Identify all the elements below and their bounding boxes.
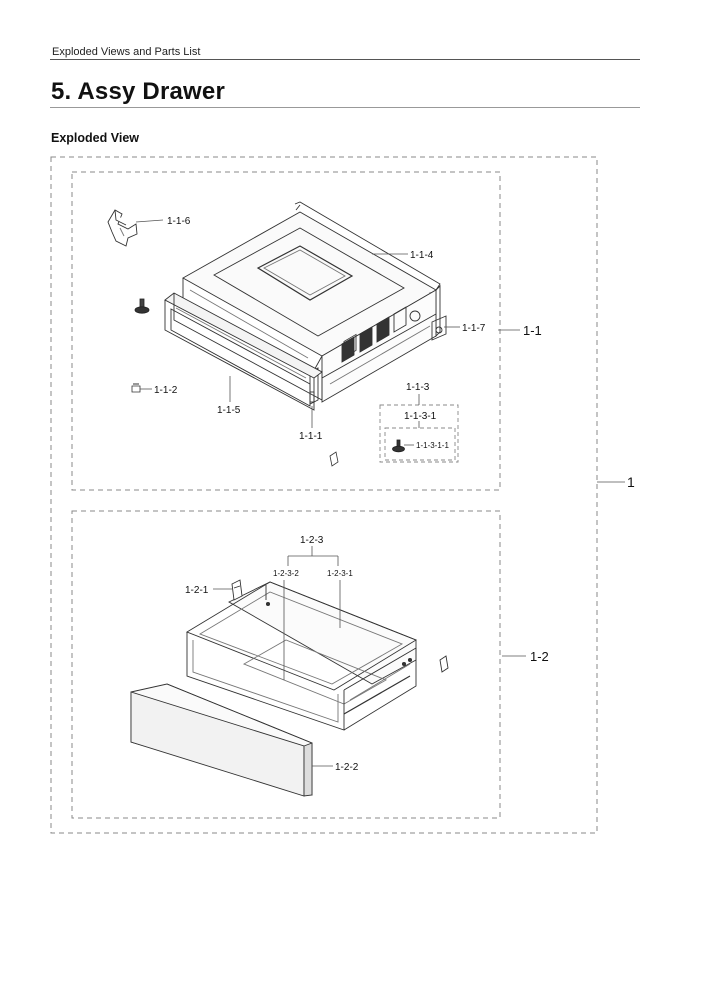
label-1-1-4: 1-1-4 xyxy=(410,250,434,261)
label-1-1-5: 1-1-5 xyxy=(217,405,241,416)
drawer-housing-illustration xyxy=(182,201,447,405)
small-clip-illustration xyxy=(329,451,339,467)
label-1-1-3-1-1: 1-1-3-1-1 xyxy=(416,441,449,450)
header-divider xyxy=(50,59,640,60)
drawer-front-illustration xyxy=(130,683,313,797)
label-1-1-3-1: 1-1-3-1 xyxy=(404,411,437,422)
exploded-view-heading: Exploded View xyxy=(51,131,139,145)
foot-1-1-3-1-1-illustration xyxy=(392,439,405,453)
label-1-2-1: 1-2-1 xyxy=(185,585,209,596)
assembly-1-2-boundary xyxy=(71,510,501,819)
clip-right-illustration xyxy=(439,655,449,673)
label-1-2: 1-2 xyxy=(530,649,549,664)
section-header: Exploded Views and Parts List xyxy=(52,46,201,58)
label-1-2-2: 1-2-2 xyxy=(335,762,359,773)
assembly-1-1-boundary xyxy=(71,171,501,491)
part-labels: 1-1-6 1-1-4 1-1-7 1-1 1-1-2 1-1-3 1-1-5 … xyxy=(154,216,635,773)
leveling-foot-illustration xyxy=(134,298,150,314)
clip-1-2-1-illustration xyxy=(231,579,243,601)
label-1-1-6: 1-1-6 xyxy=(167,216,191,227)
leader-lines-1-1 xyxy=(135,219,625,483)
label-1-2-3-1: 1-2-3-1 xyxy=(327,569,353,578)
screw-1-1-2-illustration xyxy=(131,383,141,393)
label-1-2-3: 1-2-3 xyxy=(300,535,324,546)
label-1-1-7: 1-1-7 xyxy=(462,323,486,334)
title-divider xyxy=(50,107,640,108)
label-1-2-3-2: 1-2-3-2 xyxy=(273,569,299,578)
assembly-1-boundary xyxy=(50,156,598,834)
page-title: 5. Assy Drawer xyxy=(51,78,226,105)
leader-lines-1-2 xyxy=(213,546,526,767)
bracket-1-1-6-illustration xyxy=(107,209,138,247)
label-1-1-1: 1-1-1 xyxy=(299,431,323,442)
label-1-1-2: 1-1-2 xyxy=(154,385,178,396)
drawer-tub-illustration xyxy=(185,581,418,731)
label-1-1-3: 1-1-3 xyxy=(406,382,430,393)
front-panel-illustration xyxy=(164,292,323,411)
label-1-1: 1-1 xyxy=(523,323,542,338)
box-1-1-3-1 xyxy=(384,427,456,461)
label-1: 1 xyxy=(627,474,635,490)
